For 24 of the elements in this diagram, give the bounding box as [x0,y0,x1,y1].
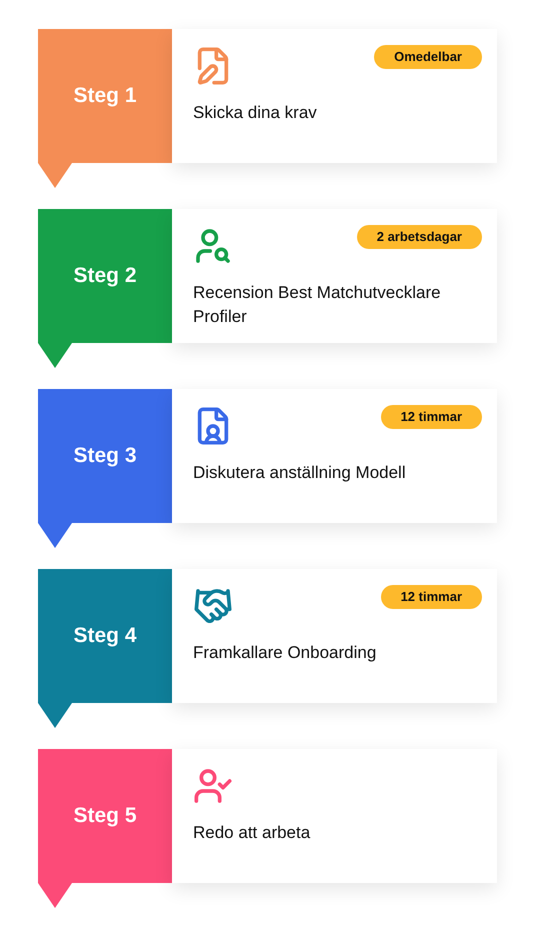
step-label: Steg 4 [73,623,137,650]
duration-badge: 12 timmar [380,585,482,609]
step-tab [38,749,172,883]
step-label: Steg 3 [73,443,137,470]
step-tab [38,209,172,343]
step-tab [38,569,172,703]
step-description: Framkallare Onboarding [193,642,378,664]
step-tab [38,389,172,523]
step-description: Recension Best Matchutvecklare Profiler [193,282,442,328]
step-tab [38,29,172,163]
step-card [172,29,497,163]
step-card [172,389,497,523]
step-description: Skicka dina krav [193,102,318,124]
step-label: Steg 1 [73,83,137,110]
step-label: Steg 5 [73,803,137,830]
step-description: Redo att arbeta [193,822,312,844]
duration-badge: 2 arbetsdagar [356,225,482,249]
step-label: Steg 2 [73,263,137,290]
step-card [172,569,497,703]
step-description: Diskutera anställning Modell [193,462,407,484]
step-card [172,749,497,883]
duration-badge: 12 timmar [380,405,482,429]
step-card [172,209,497,343]
duration-badge: Omedelbar [374,45,482,69]
